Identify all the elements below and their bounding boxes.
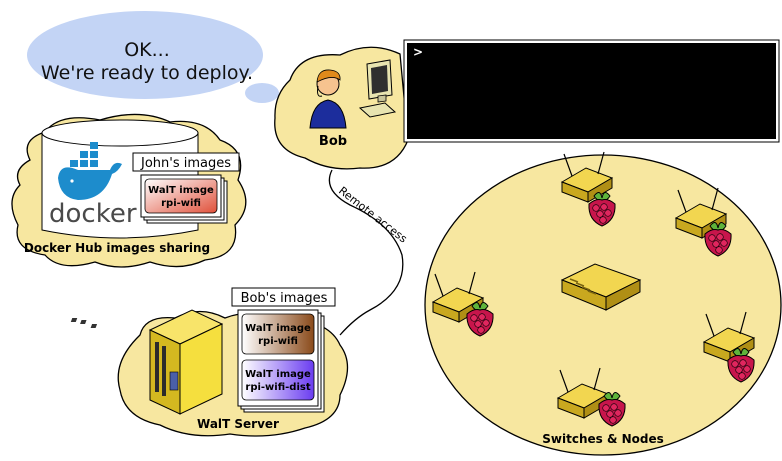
bobs-image-stack: Bob's images WalT image rpi-wifi WalT im…: [231, 287, 336, 413]
switch-icon: [560, 263, 642, 311]
docker-hub-cloud: docker John's images WalT image rpi-wifi…: [11, 113, 247, 268]
terminal-window: >: [403, 39, 780, 143]
docker-logo-text: docker: [49, 199, 137, 229]
bob-cloud: Bob: [274, 46, 409, 170]
docker-logo-icon: [58, 142, 122, 200]
bobs-image-2-line2: rpi-wifi-dist: [245, 382, 310, 393]
bob-avatar: [309, 69, 347, 129]
thought-line-1: OK...: [124, 39, 170, 61]
johns-images-title: John's images: [140, 156, 231, 171]
remote-access-link: Remote access: [328, 169, 410, 336]
bobs-image-2-line1: WalT image: [245, 369, 311, 380]
bobs-image-1-line2: rpi-wifi: [258, 336, 298, 347]
computer-icon: [358, 59, 397, 118]
johns-image-line2: rpi-wifi: [161, 198, 201, 209]
remote-access-label: Remote access: [336, 184, 410, 246]
server-icon: [70, 309, 224, 415]
johns-image-stack: John's images WalT image rpi-wifi: [132, 152, 240, 224]
bobs-images-title: Bob's images: [241, 291, 328, 306]
walt-server-cloud: Bob's images WalT image rpi-wifi WalT im…: [70, 287, 349, 437]
bobs-image-1-line1: WalT image: [245, 323, 311, 334]
thought-line-2: We're ready to deploy.: [41, 62, 253, 84]
docker-hub-label: Docker Hub images sharing: [24, 241, 210, 255]
switches-nodes-area: Switches & Nodes: [424, 151, 782, 456]
switches-nodes-label: Switches & Nodes: [542, 432, 664, 446]
terminal-prompt: >: [413, 45, 423, 59]
johns-image-line1: WalT image: [148, 185, 214, 196]
bob-label: Bob: [319, 134, 347, 149]
walt-server-label: WalT Server: [197, 417, 279, 431]
thought-bubble: OK... We're ready to deploy.: [27, 11, 312, 103]
